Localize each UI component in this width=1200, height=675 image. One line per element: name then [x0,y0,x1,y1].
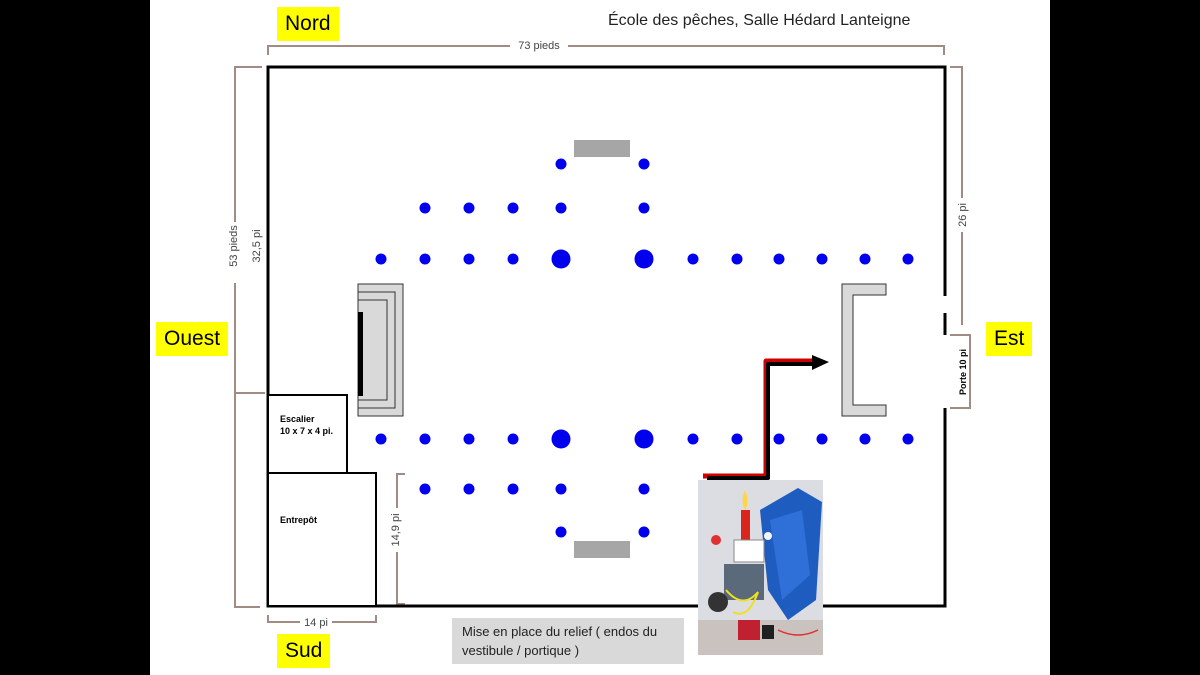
photo-flame [742,490,748,510]
dot [463,483,475,495]
dot [638,483,650,495]
left-outer-dim-upper [234,66,262,222]
photo-white-knob [764,532,772,540]
arrow-red-line [703,358,814,479]
door-gap-lower [938,335,950,408]
dot [859,433,871,445]
dot [375,433,387,445]
bottom-panel [574,541,630,558]
right-dimension-line [950,66,963,325]
walls [266,65,950,608]
dot [902,433,914,445]
photo-red-base [738,620,760,640]
storage-label: Entrepôt [280,515,317,525]
dots [375,158,914,538]
top-dimension-line [267,45,945,55]
caption-box: Mise en place du relief ( endos du vesti… [452,618,684,664]
storage-room [267,472,377,607]
compass-east: Est [986,322,1033,356]
photo-red-knob [711,535,721,545]
dot [816,433,828,445]
compass-south: Sud [277,634,331,668]
dot [773,433,785,445]
dimension-lines [234,45,971,623]
dot [555,158,567,170]
arrow-black-line [707,362,812,480]
dot [638,526,650,538]
photo-round-object [708,592,728,612]
photo-black-block [762,625,774,639]
dot [773,253,785,265]
dot [638,158,650,170]
arrow-head [812,355,829,370]
left-inner-dimension-label: 32,5 pi [251,229,263,262]
left-outer-dimension-label: 53 pieds [228,225,240,267]
west-stage-bar [358,312,363,396]
photo-blue-tarp-light [770,510,810,600]
dot-large [634,429,654,449]
dot [731,433,743,445]
floor-plan: 73 pieds 53 pieds 32,5 pi 26 pi Porte 10… [228,38,971,629]
stair-room [267,394,348,474]
storage-height-label-bg [390,508,404,552]
stair-size-label: 10 x 7 x 4 pi. [280,426,333,436]
plan-title: École des pêches, Salle Hédard Lanteigne [608,12,911,29]
door-gap-upper [938,296,950,313]
path-arrow [703,355,829,480]
panels [574,140,630,558]
dot [731,253,743,265]
dot [555,202,567,214]
dot [507,253,519,265]
dot [419,202,431,214]
dot [555,483,567,495]
west-stage [357,283,404,417]
side-rooms [267,394,377,607]
dot [463,202,475,214]
stair-label: Escalier [280,414,315,424]
left-outer-dim-lower [234,283,260,608]
dot [638,202,650,214]
dot [859,253,871,265]
top-panel [574,140,630,157]
dot [419,253,431,265]
dot [463,253,475,265]
right-dimension-label: 26 pi [957,203,969,227]
door-label: Porte 10 pi [958,349,968,395]
photo-floor [698,620,823,655]
dot-large [551,429,571,449]
east-bracket [841,283,887,417]
dot [375,253,387,265]
photo-red-wire [777,629,819,636]
dot [507,202,519,214]
dot [902,253,914,265]
photo-yellow-cable [725,589,759,615]
door-dimension-line [950,334,971,409]
storage-height-label: 14,9 pi [390,513,402,546]
dot [507,483,519,495]
top-dim-label-bg [510,38,568,52]
dot [419,483,431,495]
dot [816,253,828,265]
dot [507,433,519,445]
dot-large [634,249,654,269]
dot [687,253,699,265]
compass-north: Nord [277,7,339,41]
dot [687,433,699,445]
photo-red-candle [741,510,750,560]
slide: 73 pieds 53 pieds 32,5 pi 26 pi Porte 10… [150,0,1050,675]
storage-width-label-bg [300,614,332,628]
dot [463,433,475,445]
dot-large [551,249,571,269]
photo-white-box [733,539,765,563]
sculpture-photo [698,480,823,655]
dot [555,526,567,538]
compass-west: Ouest [156,322,229,356]
top-dimension-label: 73 pieds [518,40,560,52]
dot [419,433,431,445]
storage-width-label: 14 pi [304,617,328,629]
right-dim-label-bg [955,198,969,232]
